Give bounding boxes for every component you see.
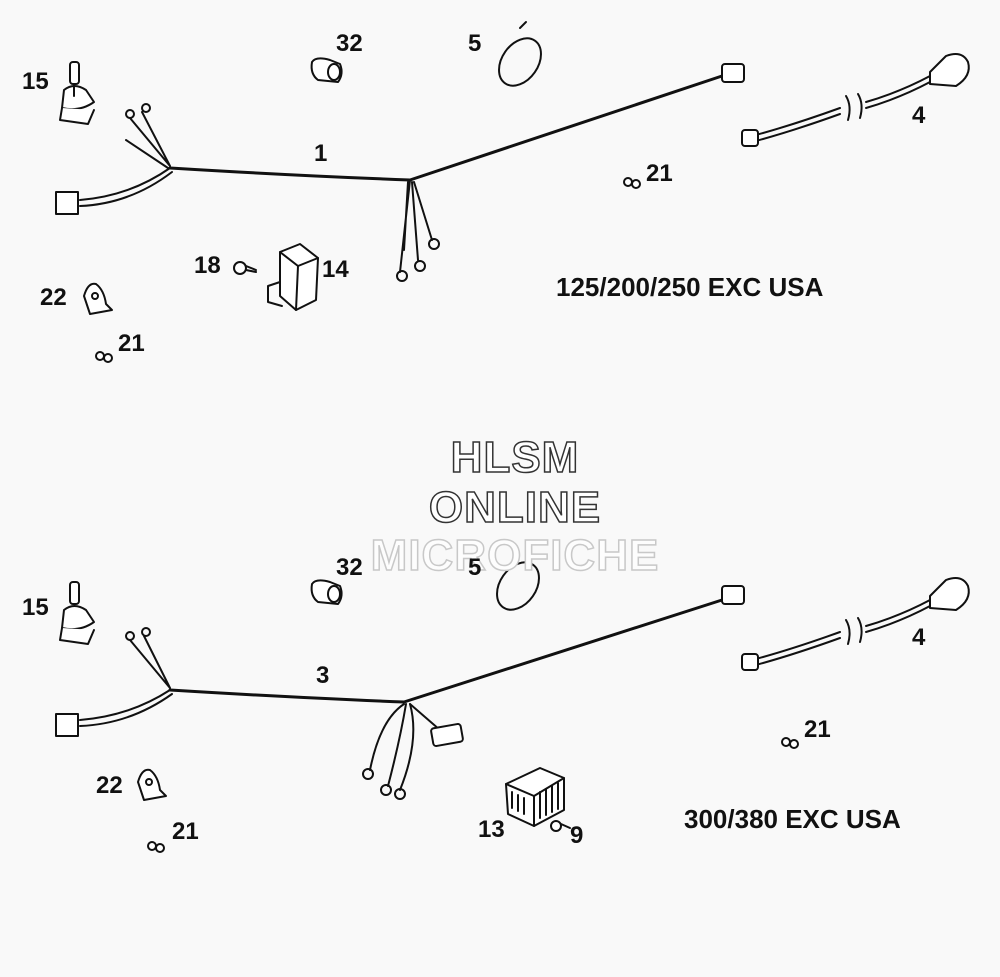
switch-15-bottom [59, 581, 95, 645]
callout-21-bottom-right: 21 [804, 716, 831, 743]
callout-21-top-left: 21 [118, 330, 145, 357]
callout-21-top-right: 21 [646, 160, 673, 187]
nut-21-bottom-right [781, 737, 799, 749]
callout-18: 18 [194, 252, 221, 279]
watermark-line-3: MICROFICHE [370, 531, 660, 580]
nut-21-top-left [95, 351, 113, 363]
clamp-32-bottom [310, 579, 343, 605]
callout-1: 1 [314, 140, 328, 167]
callout-22-bottom: 22 [96, 772, 123, 799]
callout-4-bottom: 4 [912, 624, 926, 651]
regulator-13 [505, 767, 565, 827]
bracket-22-bottom [137, 768, 167, 801]
cable-tie-5-bottom [496, 561, 540, 611]
model-label-bottom: 300/380 EXC USA [684, 804, 901, 834]
callout-9: 9 [570, 822, 584, 849]
clamp-32-top [310, 57, 343, 83]
relay-14 [267, 243, 319, 311]
callout-15-bottom: 15 [22, 594, 49, 621]
bolt-18 [233, 261, 257, 275]
callout-22-top: 22 [40, 284, 67, 311]
callout-21-bottom-left: 21 [172, 818, 199, 845]
callout-4-top: 4 [912, 102, 926, 129]
callout-15-top: 15 [22, 68, 49, 95]
cable-tie-5-top [498, 21, 542, 87]
bracket-22-top [83, 282, 113, 315]
callout-5-bottom: 5 [468, 554, 482, 581]
callout-32-top: 32 [336, 30, 363, 57]
callout-14: 14 [322, 256, 349, 283]
switch-15-top [59, 61, 95, 125]
wiring-harness-3 [55, 585, 745, 800]
cable-4-bottom [741, 577, 970, 671]
callout-5-top: 5 [468, 30, 482, 57]
callout-13: 13 [478, 816, 505, 843]
cable-4-top [741, 53, 970, 147]
nut-21-bottom-left [147, 841, 165, 853]
nut-21-top-right [623, 177, 641, 189]
callout-32-bottom: 32 [336, 554, 363, 581]
watermark-line-2: ONLINE [428, 483, 602, 532]
screw-9 [550, 820, 571, 832]
model-label-top: 125/200/250 EXC USA [556, 272, 824, 302]
callout-3: 3 [316, 662, 330, 689]
watermark-line-1: HLSM [450, 433, 580, 482]
wiring-harness-1 [55, 63, 745, 282]
